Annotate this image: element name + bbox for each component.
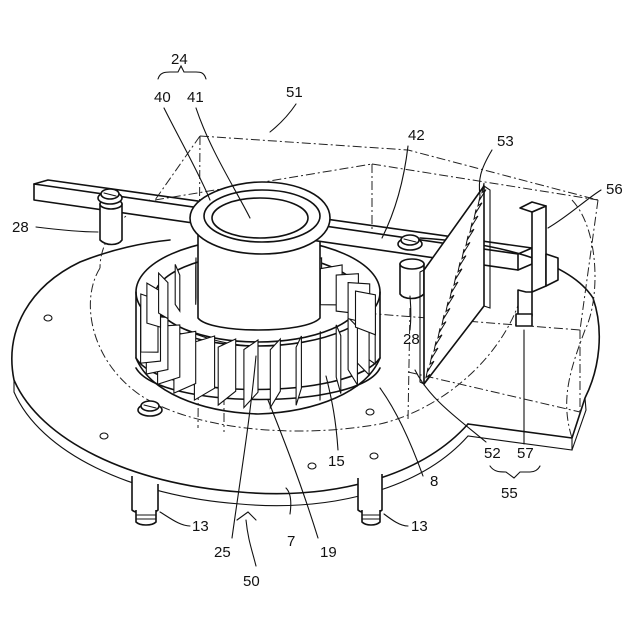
label-28-left: 28 [12, 219, 29, 236]
fan-blade [356, 291, 376, 335]
fan-blade [296, 336, 301, 405]
label-25: 25 [214, 544, 231, 561]
screw-base [138, 401, 162, 416]
label-7: 7 [287, 533, 295, 550]
label-50: 50 [243, 573, 260, 590]
leg-right [358, 474, 382, 525]
label-53: 53 [497, 133, 514, 150]
label-52: 52 [484, 445, 501, 462]
label-13-right: 13 [411, 518, 428, 535]
label-56: 56 [606, 181, 623, 198]
label-24: 24 [171, 51, 188, 68]
ring-40 [190, 182, 330, 254]
fan-blade [336, 325, 341, 394]
label-41: 41 [187, 89, 204, 106]
filter-plate [420, 186, 490, 384]
fan-blade [270, 339, 280, 408]
screw-arm-right [398, 235, 422, 250]
sensor-holder [516, 202, 558, 326]
label-40: 40 [154, 89, 171, 106]
label-19: 19 [320, 544, 337, 561]
label-55: 55 [501, 485, 518, 502]
leg-left [132, 476, 158, 525]
label-15: 15 [328, 453, 345, 470]
label-28-right: 28 [403, 331, 420, 348]
label-13-left: 13 [192, 518, 209, 535]
label-51: 51 [286, 84, 303, 101]
fan-blade [194, 336, 214, 400]
boss-left [100, 199, 122, 245]
label-8: 8 [430, 473, 438, 490]
label-57: 57 [517, 445, 534, 462]
fan-blade [218, 339, 236, 405]
label-42: 42 [408, 127, 425, 144]
screw-arm-left [98, 189, 122, 204]
